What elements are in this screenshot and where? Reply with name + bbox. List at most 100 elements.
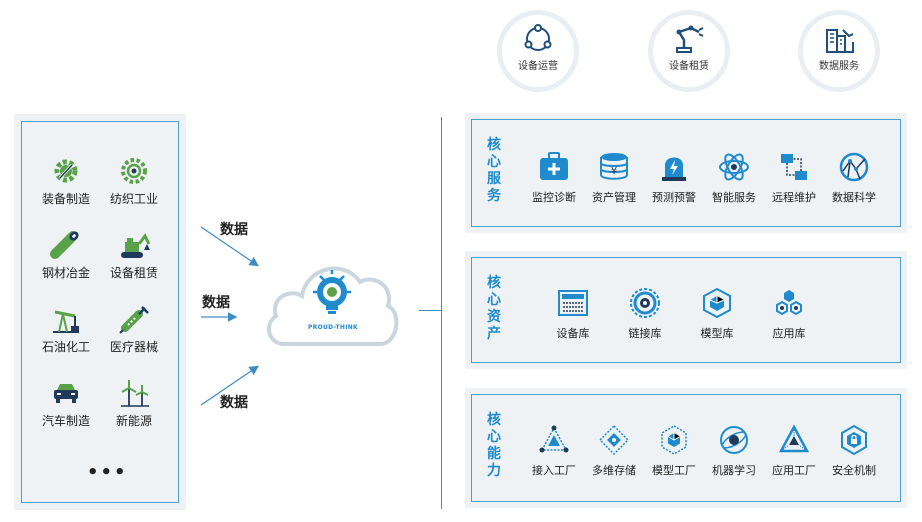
oil-pump-icon bbox=[53, 310, 79, 333]
service-data-science: 数据科学 bbox=[824, 151, 884, 205]
capability-model-factory: 模型工厂 bbox=[644, 424, 704, 478]
asset-application-library: 应用库 bbox=[759, 287, 819, 341]
wind-turbine-icon bbox=[121, 380, 149, 407]
top-service-label: 设备运营 bbox=[518, 61, 558, 72]
textile-gear-icon bbox=[121, 158, 147, 184]
service-label: 预测预警 bbox=[652, 191, 696, 204]
industry-label: 钢材冶金 bbox=[41, 266, 90, 280]
alarm-bell-icon bbox=[662, 157, 686, 181]
cube-model-icon bbox=[703, 287, 731, 319]
access-network-icon bbox=[539, 425, 569, 453]
hex-cluster-icon bbox=[776, 290, 802, 316]
asset-label: 设备库 bbox=[556, 327, 590, 340]
asset-link-library: 链接库 bbox=[615, 287, 675, 341]
service-label: 数据科学 bbox=[832, 191, 876, 204]
industry-label: 纺织工业 bbox=[109, 192, 158, 206]
service-remote-maintenance: 远程维护 bbox=[764, 151, 824, 205]
steel-pipe-icon bbox=[50, 231, 79, 259]
capability-access-factory: 接入工厂 bbox=[524, 424, 584, 478]
top-service-equipment-operation: 设备运营 bbox=[497, 10, 579, 92]
car-icon bbox=[54, 384, 78, 403]
cloud-logo-text: PROUD-THINK bbox=[307, 324, 358, 331]
svg-text:¥: ¥ bbox=[611, 166, 617, 177]
asset-label: 应用库 bbox=[772, 327, 806, 340]
data-arrow-bottom bbox=[200, 365, 259, 406]
panel-border bbox=[471, 257, 901, 363]
service-prediction-warning: 预测预警 bbox=[644, 151, 704, 205]
panel-border bbox=[471, 119, 901, 227]
industry-automobile: 汽车制造 bbox=[28, 378, 104, 429]
service-intelligent-service: 智能服务 bbox=[704, 151, 764, 205]
capability-label: 模型工厂 bbox=[652, 464, 696, 477]
service-asset-management: ¥ 资产管理 bbox=[584, 151, 644, 205]
industry-label: 石油化工 bbox=[41, 340, 90, 354]
core-capabilities-title: 核心能力 bbox=[487, 412, 501, 479]
remote-network-icon bbox=[781, 154, 807, 180]
capability-label: 机器学习 bbox=[712, 464, 756, 477]
data-label-middle: 数据 bbox=[202, 295, 230, 311]
service-label: 远程维护 bbox=[772, 191, 816, 204]
industry-petrochemical: 石油化工 bbox=[28, 304, 104, 355]
industry-label: 设备租赁 bbox=[109, 266, 158, 280]
capability-label: 接入工厂 bbox=[532, 464, 576, 477]
core-services-title: 核心服务 bbox=[487, 137, 501, 204]
core-assets-title: 核心资产 bbox=[487, 275, 501, 342]
capability-machine-learning: 机器学习 bbox=[704, 424, 764, 478]
industry-medical-devices: 医疗器械 bbox=[96, 304, 172, 355]
share-cycle-icon bbox=[524, 24, 552, 51]
core-capabilities-panel: 核心能力 接入工厂 多维存储 模型工厂 机器 bbox=[465, 388, 907, 508]
industry-equipment-leasing: 设备租赁 bbox=[96, 230, 172, 281]
data-label-bottom: 数据 bbox=[220, 395, 248, 411]
gear-wrench-icon bbox=[54, 159, 78, 183]
cloud-platform bbox=[267, 266, 399, 346]
link-disc-icon bbox=[630, 288, 660, 318]
asset-label: 链接库 bbox=[628, 327, 662, 340]
service-monitor-diagnosis: 监控诊断 bbox=[524, 151, 584, 205]
excavator-icon bbox=[121, 233, 151, 258]
top-service-data-service: 数据服务 bbox=[798, 10, 880, 92]
data-flow-arrows bbox=[200, 226, 259, 406]
cloud-connector-line bbox=[419, 310, 442, 311]
more-industries-ellipsis: ••• bbox=[87, 462, 128, 483]
triangle-network-icon bbox=[778, 424, 810, 453]
diamond-grid-icon bbox=[598, 424, 630, 456]
building-chart-icon bbox=[826, 29, 854, 53]
industry-label: 汽车制造 bbox=[41, 414, 90, 428]
data-label-top: 数据 bbox=[220, 222, 248, 238]
top-service-label: 数据服务 bbox=[819, 61, 859, 72]
industry-label: 医疗器械 bbox=[109, 340, 158, 354]
industry-panel: 装备制造 纺织工业 钢材冶金 设备租赁 bbox=[14, 114, 186, 510]
vertical-divider bbox=[441, 117, 442, 509]
capability-label: 应用工厂 bbox=[772, 464, 816, 477]
secure-cube-icon bbox=[841, 424, 867, 456]
core-assets-panel: 核心资产 设备库 链接库 模型库 bbox=[465, 251, 907, 369]
lightbulb-icon bbox=[313, 270, 351, 314]
core-services-panel: 核心服务 监控诊断 ¥ 资产管理 预测预警 智 bbox=[465, 113, 907, 233]
coin-stack-icon: ¥ bbox=[600, 153, 628, 180]
panel-border bbox=[471, 394, 901, 502]
hex-model-icon bbox=[661, 425, 687, 455]
robot-arm-icon bbox=[676, 25, 704, 53]
asset-label: 模型库 bbox=[700, 327, 734, 340]
service-label: 智能服务 bbox=[712, 191, 756, 204]
service-label: 资产管理 bbox=[592, 191, 636, 204]
orbit-icon bbox=[720, 426, 748, 454]
industry-textile: 纺织工业 bbox=[96, 156, 172, 207]
data-arrow-top bbox=[200, 226, 259, 267]
capability-security-mechanism: 安全机制 bbox=[824, 424, 884, 478]
industry-label: 装备制造 bbox=[41, 192, 90, 206]
atom-icon bbox=[719, 153, 749, 181]
medical-kit-icon bbox=[540, 152, 568, 180]
device-rack-icon bbox=[558, 290, 588, 316]
industry-equipment-manufacturing: 装备制造 bbox=[28, 156, 104, 207]
top-service-equipment-leasing: 设备租赁 bbox=[648, 10, 730, 92]
globe-network-icon bbox=[839, 152, 869, 182]
capability-application-factory: 应用工厂 bbox=[764, 424, 824, 478]
top-service-label: 设备租赁 bbox=[669, 61, 709, 72]
asset-device-library: 设备库 bbox=[543, 287, 603, 341]
industry-new-energy: 新能源 bbox=[96, 378, 172, 429]
syringe-icon bbox=[119, 306, 149, 334]
industry-panel-border bbox=[21, 121, 179, 503]
industry-label: 新能源 bbox=[115, 414, 152, 428]
capability-label: 多维存储 bbox=[592, 464, 636, 477]
